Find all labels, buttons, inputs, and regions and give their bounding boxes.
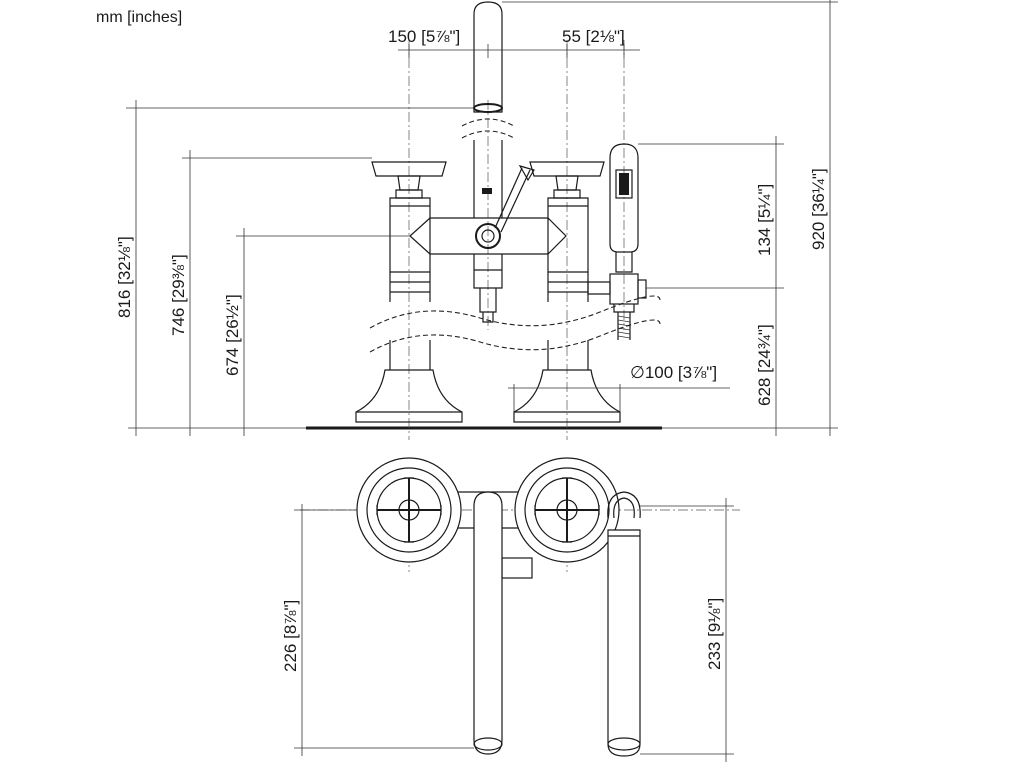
units-label: mm [inches] xyxy=(96,9,182,26)
dim-diameter-100: ∅100 [3⅞"] xyxy=(630,363,717,382)
dim-674: 674 [26½"] xyxy=(223,294,242,376)
dim-55: 55 [2⅛"] xyxy=(562,27,625,46)
dim-233: 233 [9⅛"] xyxy=(705,598,724,670)
plan-view: 226 [8⅞"] 233 [9⅛"] xyxy=(281,457,740,762)
plan-hand-shower xyxy=(607,491,641,757)
break-line-lower xyxy=(369,319,661,353)
dim-226: 226 [8⅞"] xyxy=(281,600,300,672)
left-riser xyxy=(355,161,463,423)
break-line-spout-lower xyxy=(461,130,515,139)
plan-spout xyxy=(473,491,503,755)
right-riser xyxy=(513,161,621,423)
plan-right-handle xyxy=(514,457,620,563)
break-line-upper xyxy=(369,295,661,329)
dim-816: 816 [32⅛"] xyxy=(115,236,134,318)
front-dimensions: 150 [5⅞"] 55 [2⅛"] 816 [32⅛"] 746 [29⅜"]… xyxy=(115,0,838,436)
dim-134: 134 [5¼"] xyxy=(755,184,774,256)
spout-column xyxy=(473,1,535,323)
dim-746: 746 [29⅜"] xyxy=(169,254,188,336)
front-elevation xyxy=(306,1,662,440)
dim-150: 150 [5⅞"] xyxy=(388,27,460,46)
hand-shower xyxy=(587,143,647,340)
dim-628: 628 [24¾"] xyxy=(755,324,774,406)
plan-left-handle xyxy=(356,457,462,563)
plan-diverter xyxy=(501,557,533,579)
break-line-spout-upper xyxy=(461,118,515,127)
dim-920: 920 [36¼"] xyxy=(809,168,828,250)
